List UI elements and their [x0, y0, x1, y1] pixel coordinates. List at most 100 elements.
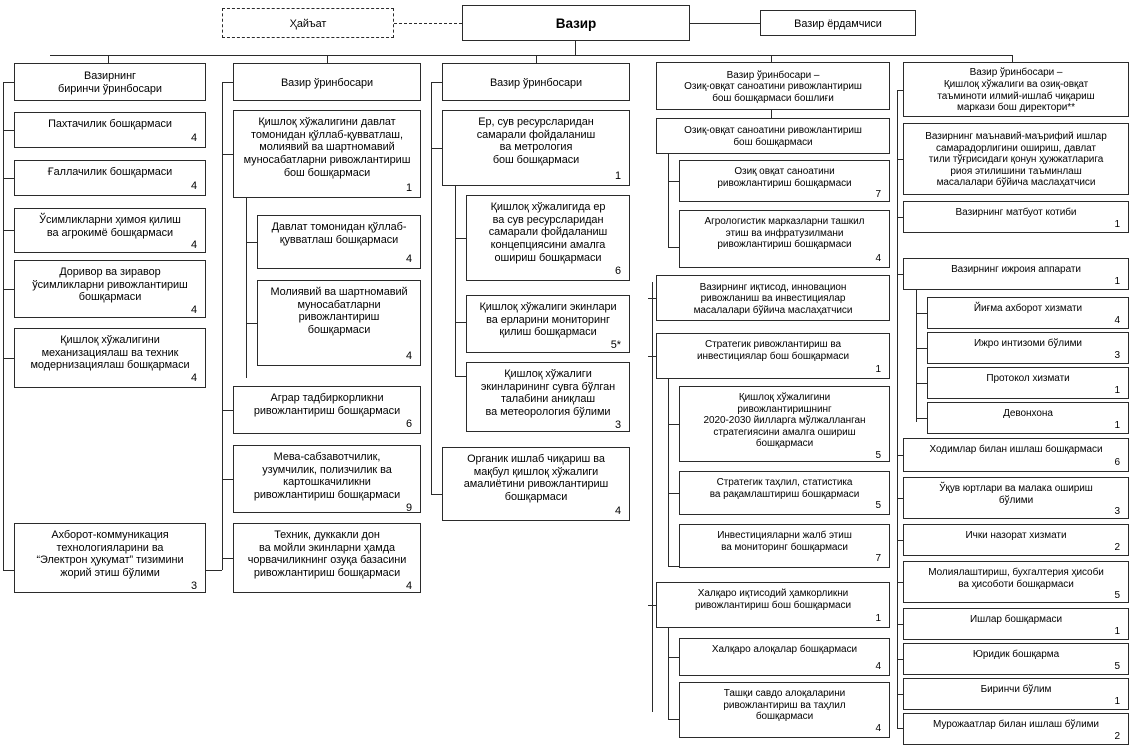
col1-head-label: Вазирнинг биринчи ўринбосари — [58, 70, 162, 95]
drop-col4 — [771, 55, 773, 68]
col4-stub-1 — [668, 181, 679, 183]
col4-spine — [652, 282, 654, 712]
node-label: Қишлоқ хўжалигида ер ва сув ресурсларида… — [488, 201, 608, 264]
col2-stub-5 — [222, 558, 233, 560]
col4-node-2: Агрологистик марказларни ташкил этиш ва … — [679, 210, 890, 268]
col2-node-2: Молиявий ва шартномавий муносабатларни р… — [257, 280, 421, 366]
node-count: 1 — [1114, 695, 1120, 707]
node-label: Молиявий ва шартномавий муносабатларни р… — [270, 286, 408, 336]
col2-stub-0 — [222, 154, 233, 156]
node-count: 4 — [190, 132, 197, 145]
col3-sub-spine — [455, 186, 457, 376]
col2-head-box: Вазир ўринбосари — [233, 63, 421, 101]
col4-node-8: Халқаро иқтисодий ҳамкорликни ривожланти… — [656, 582, 890, 628]
col4-node-3: Вазирнинг иқтисод, инновацион ривожланиш… — [656, 275, 890, 321]
node-count: 6 — [405, 418, 412, 431]
col1-stub-4 — [3, 358, 14, 360]
col1-to-col2-connector — [206, 570, 222, 572]
node-count: 1 — [1114, 218, 1120, 230]
col5-stub-4 — [916, 348, 927, 350]
col3-node-2: Қишлоқ хўжалиги экинлари ва ерларини мон… — [466, 295, 630, 353]
node-label: Доривор ва зиравор ўсимликларни ривожлан… — [32, 266, 188, 304]
col2-sub-spine — [246, 198, 248, 378]
col4-node-4: Стратегик ривожлантириш ва инвестициялар… — [656, 333, 890, 379]
col2-stub-3 — [222, 410, 233, 412]
col5-head-stub — [897, 90, 903, 92]
col5-sub-spine — [916, 290, 918, 422]
node-label: Техник, дуккакли дон ва мойли экинларни … — [247, 529, 407, 579]
col4-stub-4 — [648, 356, 656, 358]
col4-node-0: Озиқ-овқат саноатини ривожлантириш бош б… — [656, 118, 890, 154]
col4-head-down-stem — [771, 110, 773, 118]
col5-stub-11 — [897, 624, 903, 626]
node-label: Озиқ-овқат саноатини ривожлантириш бош б… — [684, 125, 862, 148]
node-count: 5 — [1114, 590, 1120, 602]
node-label: Ахборот-коммуникация технологияларини ва… — [36, 529, 184, 579]
node-count: 4 — [875, 253, 881, 265]
col2-node-3: Аграр тадбиркорликни ривожлантириш бошқа… — [233, 386, 421, 434]
col1-node-0: Пахтачилик бошқармаси 4 — [14, 112, 206, 148]
node-count: 5* — [610, 338, 621, 351]
col1-head-stub — [3, 82, 14, 84]
col1-node-5: Ахборот-коммуникация технологияларини ва… — [14, 523, 206, 593]
col2-stub-2 — [246, 323, 257, 325]
node-count: 1 — [1114, 625, 1120, 637]
col5-node-9: Ички назорат хизмати 2 — [903, 524, 1129, 556]
col5-node-1: Вазирнинг матбуот котиби 1 — [903, 201, 1129, 233]
node-count: 4 — [405, 350, 412, 363]
distribution-bar — [50, 55, 1013, 57]
col5-stub-2 — [897, 274, 903, 276]
node-count: 1 — [875, 613, 881, 625]
col3-node-1: Қишлоқ хўжалигида ер ва сув ресурсларида… — [466, 195, 630, 281]
node-count: 3 — [190, 579, 197, 592]
node-label: Мурожаатлар билан ишлаш бўлими — [933, 719, 1099, 730]
node-count: 5 — [875, 500, 881, 512]
node-count: 5 — [1114, 660, 1120, 672]
node-label: Қишлоқ хўжалиги экинлари ва ерларини мон… — [479, 301, 617, 339]
col2-node-4: Мева-сабзавотчилик, узумчилик, полизчили… — [233, 445, 421, 514]
col5-node-4: Ижро интизоми бўлими 3 — [927, 332, 1129, 364]
node-label: Ишлар бошқармаси — [970, 614, 1062, 625]
minister-down-stem — [575, 41, 577, 55]
col4-stub-9 — [668, 657, 679, 659]
node-label: Вазирнинг маънавий-маърифий ишлар самара… — [925, 131, 1107, 189]
node-label: Протокол хизмати — [986, 373, 1070, 384]
col2-spine — [222, 82, 224, 570]
col2-node-0: Қишлоқ хўжалигини давлат томонидан қўлла… — [233, 110, 421, 198]
col5-stub-13 — [897, 694, 903, 696]
assistant-label: Вазир ёрдамчиси — [794, 17, 882, 30]
assistant-box: Вазир ёрдамчиси — [760, 10, 916, 36]
node-label: Стратегик ривожлантириш ва инвестициялар… — [696, 339, 850, 362]
node-label: Давлат томонидан қўллаб- қувватлаш бошқа… — [271, 221, 407, 246]
col4-head-label: Вазир ўринбосари – Озиқ-овқат саноатини … — [684, 69, 862, 104]
drop-col2 — [327, 55, 329, 63]
col5-node-6: Девонхона 1 — [927, 402, 1129, 434]
drop-col1 — [108, 55, 110, 63]
col5-stub-3 — [916, 313, 927, 315]
node-label: Ғаллачилик бошқармаси — [47, 166, 173, 178]
col1-spine — [3, 82, 5, 570]
node-label: Халқаро алоқалар бошқармаси — [711, 644, 858, 655]
node-count: 6 — [1114, 457, 1120, 469]
col3-spine — [431, 82, 433, 495]
board-label: Ҳайъат — [289, 17, 327, 30]
node-label: Агрологистик марказларни ташкил этиш ва … — [704, 216, 865, 251]
col5-node-11: Ишлар бошқармаси 1 — [903, 608, 1129, 640]
node-label: Вазирнинг ижроия аппарати — [951, 264, 1081, 275]
node-count: 5 — [875, 449, 881, 461]
col5-node-14: Мурожаатлар билан ишлаш бўлими 2 — [903, 713, 1129, 745]
minister-to-assistant-connector — [690, 23, 760, 25]
col5-node-8: Ўқув юртлари ва малака ошириш бўлими 3 — [903, 477, 1129, 519]
col5-stub-12 — [897, 659, 903, 661]
node-label: Мева-сабзавотчилик, узумчилик, полизчили… — [253, 451, 401, 501]
node-label: Халқаро иқтисодий ҳамкорликни ривожланти… — [694, 588, 852, 611]
col2-node-1: Давлат томонидан қўллаб- қувватлаш бошқа… — [257, 215, 421, 269]
col3-stub-0 — [431, 148, 442, 150]
node-count: 4 — [875, 723, 881, 735]
col3-head-label: Вазир ўринбосари — [489, 76, 583, 89]
node-label: Қишлоқ хўжалигини давлат томонидан қўлла… — [243, 116, 411, 179]
node-label: Ўқув юртлари ва малака ошириш бўлими — [939, 483, 1093, 506]
col1-stub-0 — [3, 130, 14, 132]
col4-stub-7 — [668, 566, 679, 568]
col3-node-0: Ер, сув ресурсларидан самарали фойдалани… — [442, 110, 630, 186]
